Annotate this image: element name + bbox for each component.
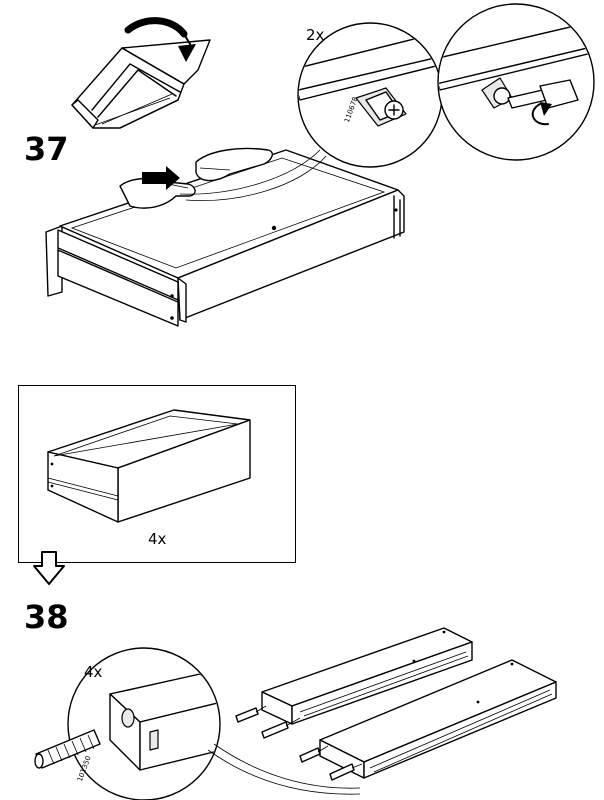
detail-quantity-label: 2x (306, 26, 325, 44)
step-number: 38 (24, 598, 69, 636)
box-quantity-label: 4x (148, 530, 167, 548)
step-37: 110678 2x 37 (0, 0, 604, 360)
step-number: 37 (24, 130, 69, 168)
dowel-part (34, 729, 101, 769)
drawer-assembly-illustration (45, 147, 405, 327)
detail-circle-screwdriver (437, 3, 595, 161)
dowel-part (235, 705, 363, 781)
dowel-quantity-label: 4x (84, 663, 103, 681)
detail-circle-fitting (297, 22, 443, 168)
flip-drawer-illustration (71, 17, 211, 129)
